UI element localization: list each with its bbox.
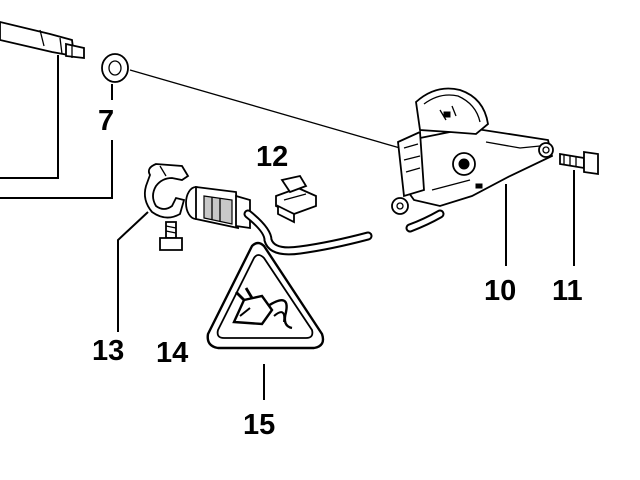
shift-rod [0, 21, 85, 60]
sensor-connector [185, 185, 251, 230]
leader-13 [117, 211, 149, 332]
assembly-line [129, 69, 401, 149]
washer-part-7 [101, 53, 129, 83]
electrical-plug-warning-icon [206, 241, 325, 350]
callout-7: 7 [98, 105, 114, 137]
leader-lines-left [0, 55, 113, 199]
clamp-part-13 [143, 163, 190, 219]
callout-12: 12 [256, 141, 288, 173]
cable-clip-part-12 [275, 174, 317, 224]
small-bolt [159, 221, 183, 251]
callout-10: 10 [484, 275, 516, 307]
callout-15: 15 [243, 409, 275, 441]
callout-11: 11 [552, 275, 583, 307]
range-switch-part-10 [391, 87, 554, 215]
bolt-part-11 [559, 150, 599, 176]
callout-14: 14 [156, 337, 188, 369]
callout-13: 13 [92, 335, 124, 367]
